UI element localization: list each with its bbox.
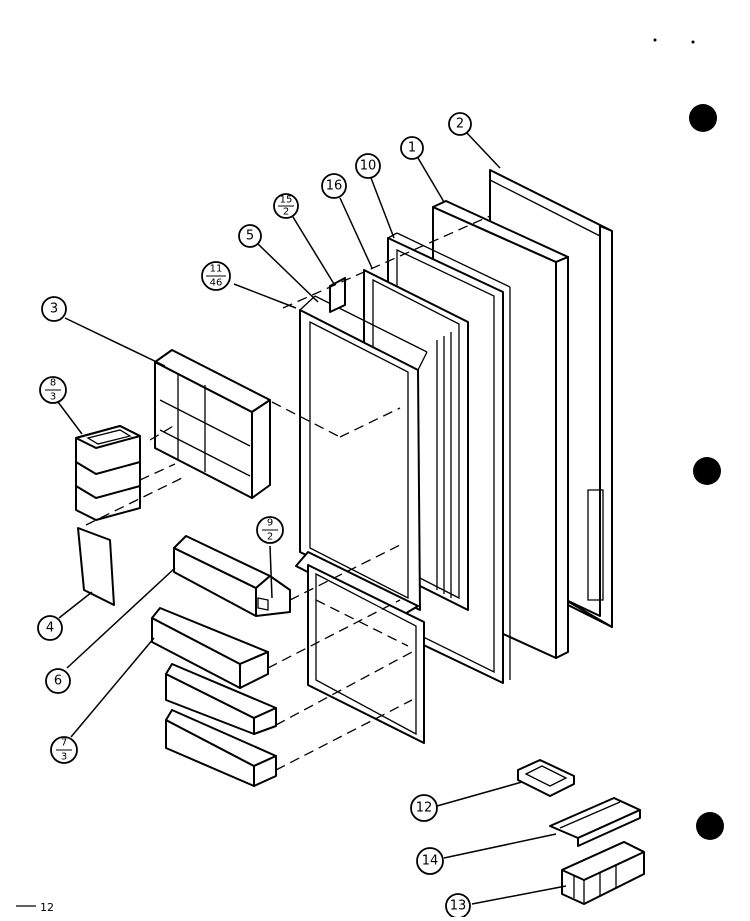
svg-text:11: 11 (210, 264, 223, 275)
svg-text:3: 3 (50, 392, 56, 403)
callout-7-3: 7 3 (50, 736, 78, 764)
callout-6: 6 (45, 668, 71, 694)
callout-5: 5 (238, 224, 262, 248)
svg-text:5: 5 (246, 229, 254, 244)
part-storage-containers (75, 425, 141, 521)
speck-mark (653, 38, 657, 42)
part-small-tray (517, 759, 575, 797)
binder-hole-top (689, 104, 717, 132)
part-door-strip (329, 277, 346, 313)
svg-text:3: 3 (50, 302, 58, 317)
part-inner-door-panel (295, 295, 428, 619)
part-door-bin-1 (151, 607, 269, 689)
svg-text:12: 12 (416, 801, 433, 816)
binder-hole-middle (693, 457, 721, 485)
callout-8-3: 8 3 (39, 376, 67, 404)
svg-text:2: 2 (456, 117, 464, 132)
callout-11-46: 11 46 (201, 261, 231, 291)
part-flat-cover (549, 797, 641, 847)
callout-16: 16 (321, 173, 347, 199)
callout-4: 4 (37, 615, 63, 641)
svg-text:14: 14 (422, 854, 439, 869)
part-shelf-rack (154, 349, 271, 499)
svg-text:6: 6 (54, 674, 62, 689)
svg-text:3: 3 (61, 752, 67, 763)
callout-12: 12 (410, 794, 438, 822)
svg-text:15: 15 (280, 195, 293, 206)
svg-text:16: 16 (326, 179, 343, 194)
svg-text:2: 2 (283, 207, 289, 218)
callout-1: 1 (400, 136, 424, 160)
svg-text:9: 9 (267, 518, 273, 529)
svg-text:46: 46 (210, 278, 223, 289)
svg-text:10: 10 (360, 159, 377, 174)
assembly-dashed-lines (85, 215, 491, 771)
speck-mark (691, 40, 695, 44)
part-cover-panel (77, 527, 115, 606)
callout-3: 3 (41, 296, 67, 322)
part-ice-bin (561, 841, 645, 905)
part-door-bin-upper (173, 535, 291, 617)
part-door-bin-3 (165, 709, 277, 787)
callout-14: 14 (416, 847, 444, 875)
svg-text:13: 13 (450, 899, 467, 914)
page-number: 12 (40, 901, 54, 914)
part-lower-door-liner (307, 564, 425, 744)
callout-13: 13 (445, 893, 471, 919)
binder-hole-bottom (696, 812, 724, 840)
svg-text:8: 8 (50, 378, 56, 389)
svg-text:4: 4 (46, 621, 54, 636)
callout-9-2: 9 2 (256, 516, 284, 544)
svg-text:7: 7 (61, 738, 67, 749)
leader-lines (57, 131, 567, 905)
callout-15-2: 15 2 (273, 193, 299, 219)
svg-text:1: 1 (408, 141, 416, 156)
callout-2: 2 (448, 112, 472, 136)
callout-10: 10 (355, 153, 381, 179)
svg-text:2: 2 (267, 532, 273, 543)
part-door-bin-2 (165, 663, 277, 735)
